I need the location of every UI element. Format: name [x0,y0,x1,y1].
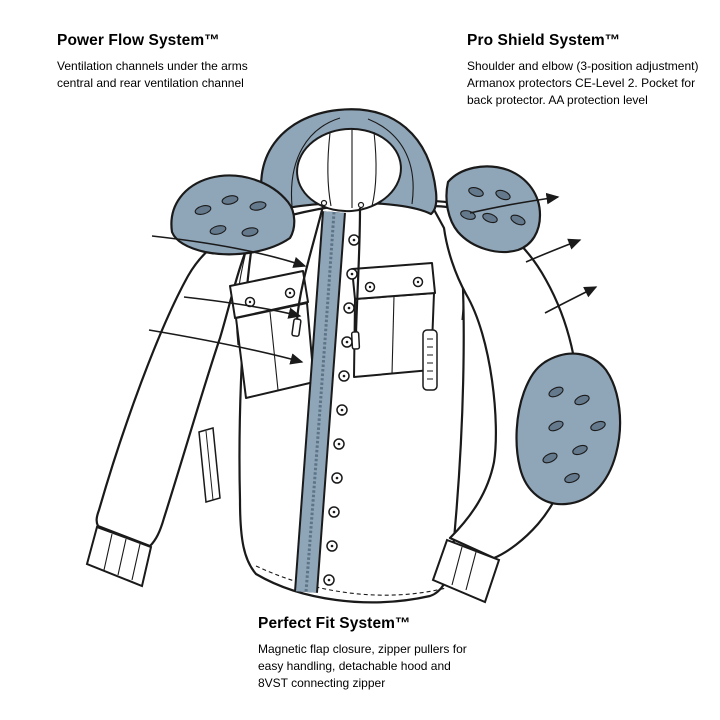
shoulder-protector-left [170,174,296,256]
pro-shield-line: Armanox protectors CE-Level 2. Pocket fo… [467,76,696,90]
protector-arrows [469,192,598,314]
chest-zip [422,329,438,391]
perfect-fit-line: Magnetic flap closure, zipper pullers fo… [258,642,467,656]
power-flow-title: Power Flow System™ [57,32,220,49]
ventilation-arrows [148,235,307,365]
protector-arrow-3 [544,286,598,314]
pro-shield-line: back protector. AA protection level [467,93,648,107]
vent-arrow-1 [151,235,307,268]
pro-shield-line: Shoulder and elbow (3-position adjustmen… [467,59,699,73]
protector-arrow-2 [525,238,582,263]
snap-buttons [323,234,360,586]
vent-arrow-3 [148,329,304,365]
annotation-power-flow: Power Flow System™ Ventilation channels … [57,32,337,92]
chest-pocket-right [351,262,436,378]
perfect-fit-line: easy handling, detachable hood and [258,659,451,673]
perfect-fit-title: Perfect Fit System™ [258,615,411,632]
right-cuff [431,538,501,604]
protector-arrow-1 [469,192,560,214]
annotation-perfect-fit: Perfect Fit System™ Magnetic flap closur… [258,615,503,692]
power-flow-line: Ventilation channels under the arms [57,59,248,73]
pro-shield-title: Pro Shield System™ [467,32,621,49]
annotation-pro-shield: Pro Shield System™ Shoulder and elbow (3… [467,32,712,109]
vent-arrow-2 [183,296,302,319]
left-cuff [85,525,153,588]
front-zipper-band [294,211,346,593]
elbow-protector [515,352,622,506]
power-flow-line: central and rear ventilation channel [57,76,244,90]
left-sleeve [85,224,257,588]
hood [260,108,438,216]
perfect-fit-line: 8VST connecting zipper [258,676,386,690]
